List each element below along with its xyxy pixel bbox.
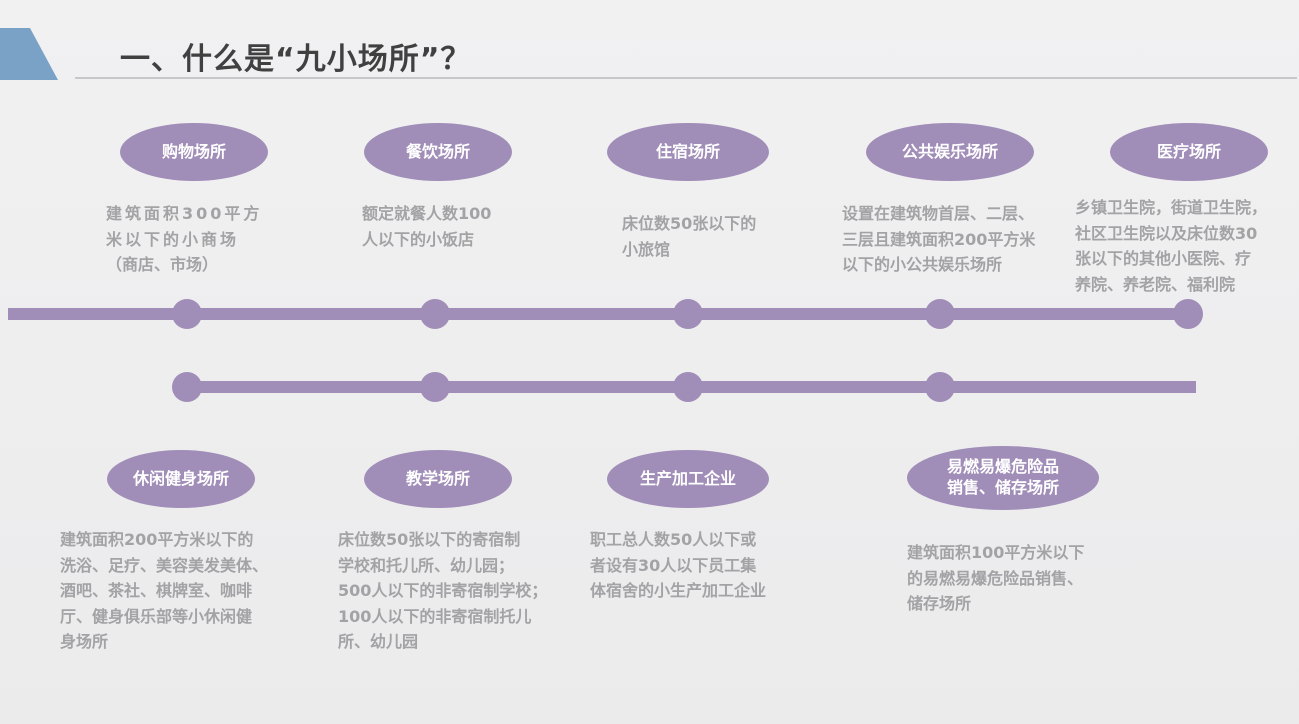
category-medical: 医疗场所 bbox=[1110, 123, 1268, 181]
top-timeline-node-2 bbox=[420, 299, 450, 329]
top-timeline-node-5 bbox=[1173, 299, 1203, 329]
desc-education: 床位数50张以下的寄宿制 学校和托儿所、幼儿园； 500人以下的非寄宿制学校； … bbox=[338, 530, 548, 652]
bottom-timeline-node-3 bbox=[673, 372, 703, 402]
category-lodging: 住宿场所 bbox=[607, 123, 769, 181]
desc-lodging: 床位数50张以下的 小旅馆 bbox=[622, 214, 757, 259]
desc-production: 职工总人数50人以下或 者设有30人以下员工集 体宿舍的小生产加工企业 bbox=[590, 530, 767, 601]
category-public-entertainment: 公共娱乐场所 bbox=[866, 123, 1034, 181]
top-timeline-bar bbox=[8, 308, 1198, 320]
bottom-timeline-node-4 bbox=[925, 372, 955, 402]
top-timeline-node-1 bbox=[172, 299, 202, 329]
header-accent-shape bbox=[0, 28, 58, 80]
top-timeline-node-4 bbox=[925, 299, 955, 329]
page-title: 一、什么是“九小场所”？ bbox=[120, 42, 472, 77]
desc-leisure-fitness: 建筑面积200平方米以下的 洗浴、足疗、美容美发美体、 酒吧、茶社、棋牌室、咖啡… bbox=[60, 530, 269, 652]
desc-public-entertainment: 设置在建筑物首层、二层、 三层且建筑面积200平方米 以下的小公共娱乐场所 bbox=[842, 204, 1036, 275]
bottom-timeline-node-2 bbox=[420, 372, 450, 402]
category-leisure-fitness: 休闲健身场所 bbox=[107, 450, 255, 508]
desc-shopping: 建筑面积300平方 米以下的小商场 （商店、市场） bbox=[106, 204, 263, 275]
desc-hazardous-goods: 建筑面积100平方米以下 的易燃易爆危险品销售、 储存场所 bbox=[907, 543, 1085, 614]
category-shopping: 购物场所 bbox=[120, 123, 268, 181]
desc-medical: 乡镇卫生院，街道卫生院， 社区卫生院以及床位数30 张以下的其他小医院、疗 养院… bbox=[1075, 198, 1268, 294]
category-dining: 餐饮场所 bbox=[364, 123, 512, 181]
category-production: 生产加工企业 bbox=[607, 450, 769, 508]
title-divider bbox=[75, 77, 1297, 79]
bottom-timeline-node-1 bbox=[172, 372, 202, 402]
top-timeline-node-3 bbox=[673, 299, 703, 329]
desc-dining: 额定就餐人数100 人以下的小饭店 bbox=[362, 204, 492, 249]
category-hazardous-goods: 易燃易爆危险品 销售、储存场所 bbox=[907, 446, 1099, 510]
category-education: 教学场所 bbox=[364, 450, 512, 508]
